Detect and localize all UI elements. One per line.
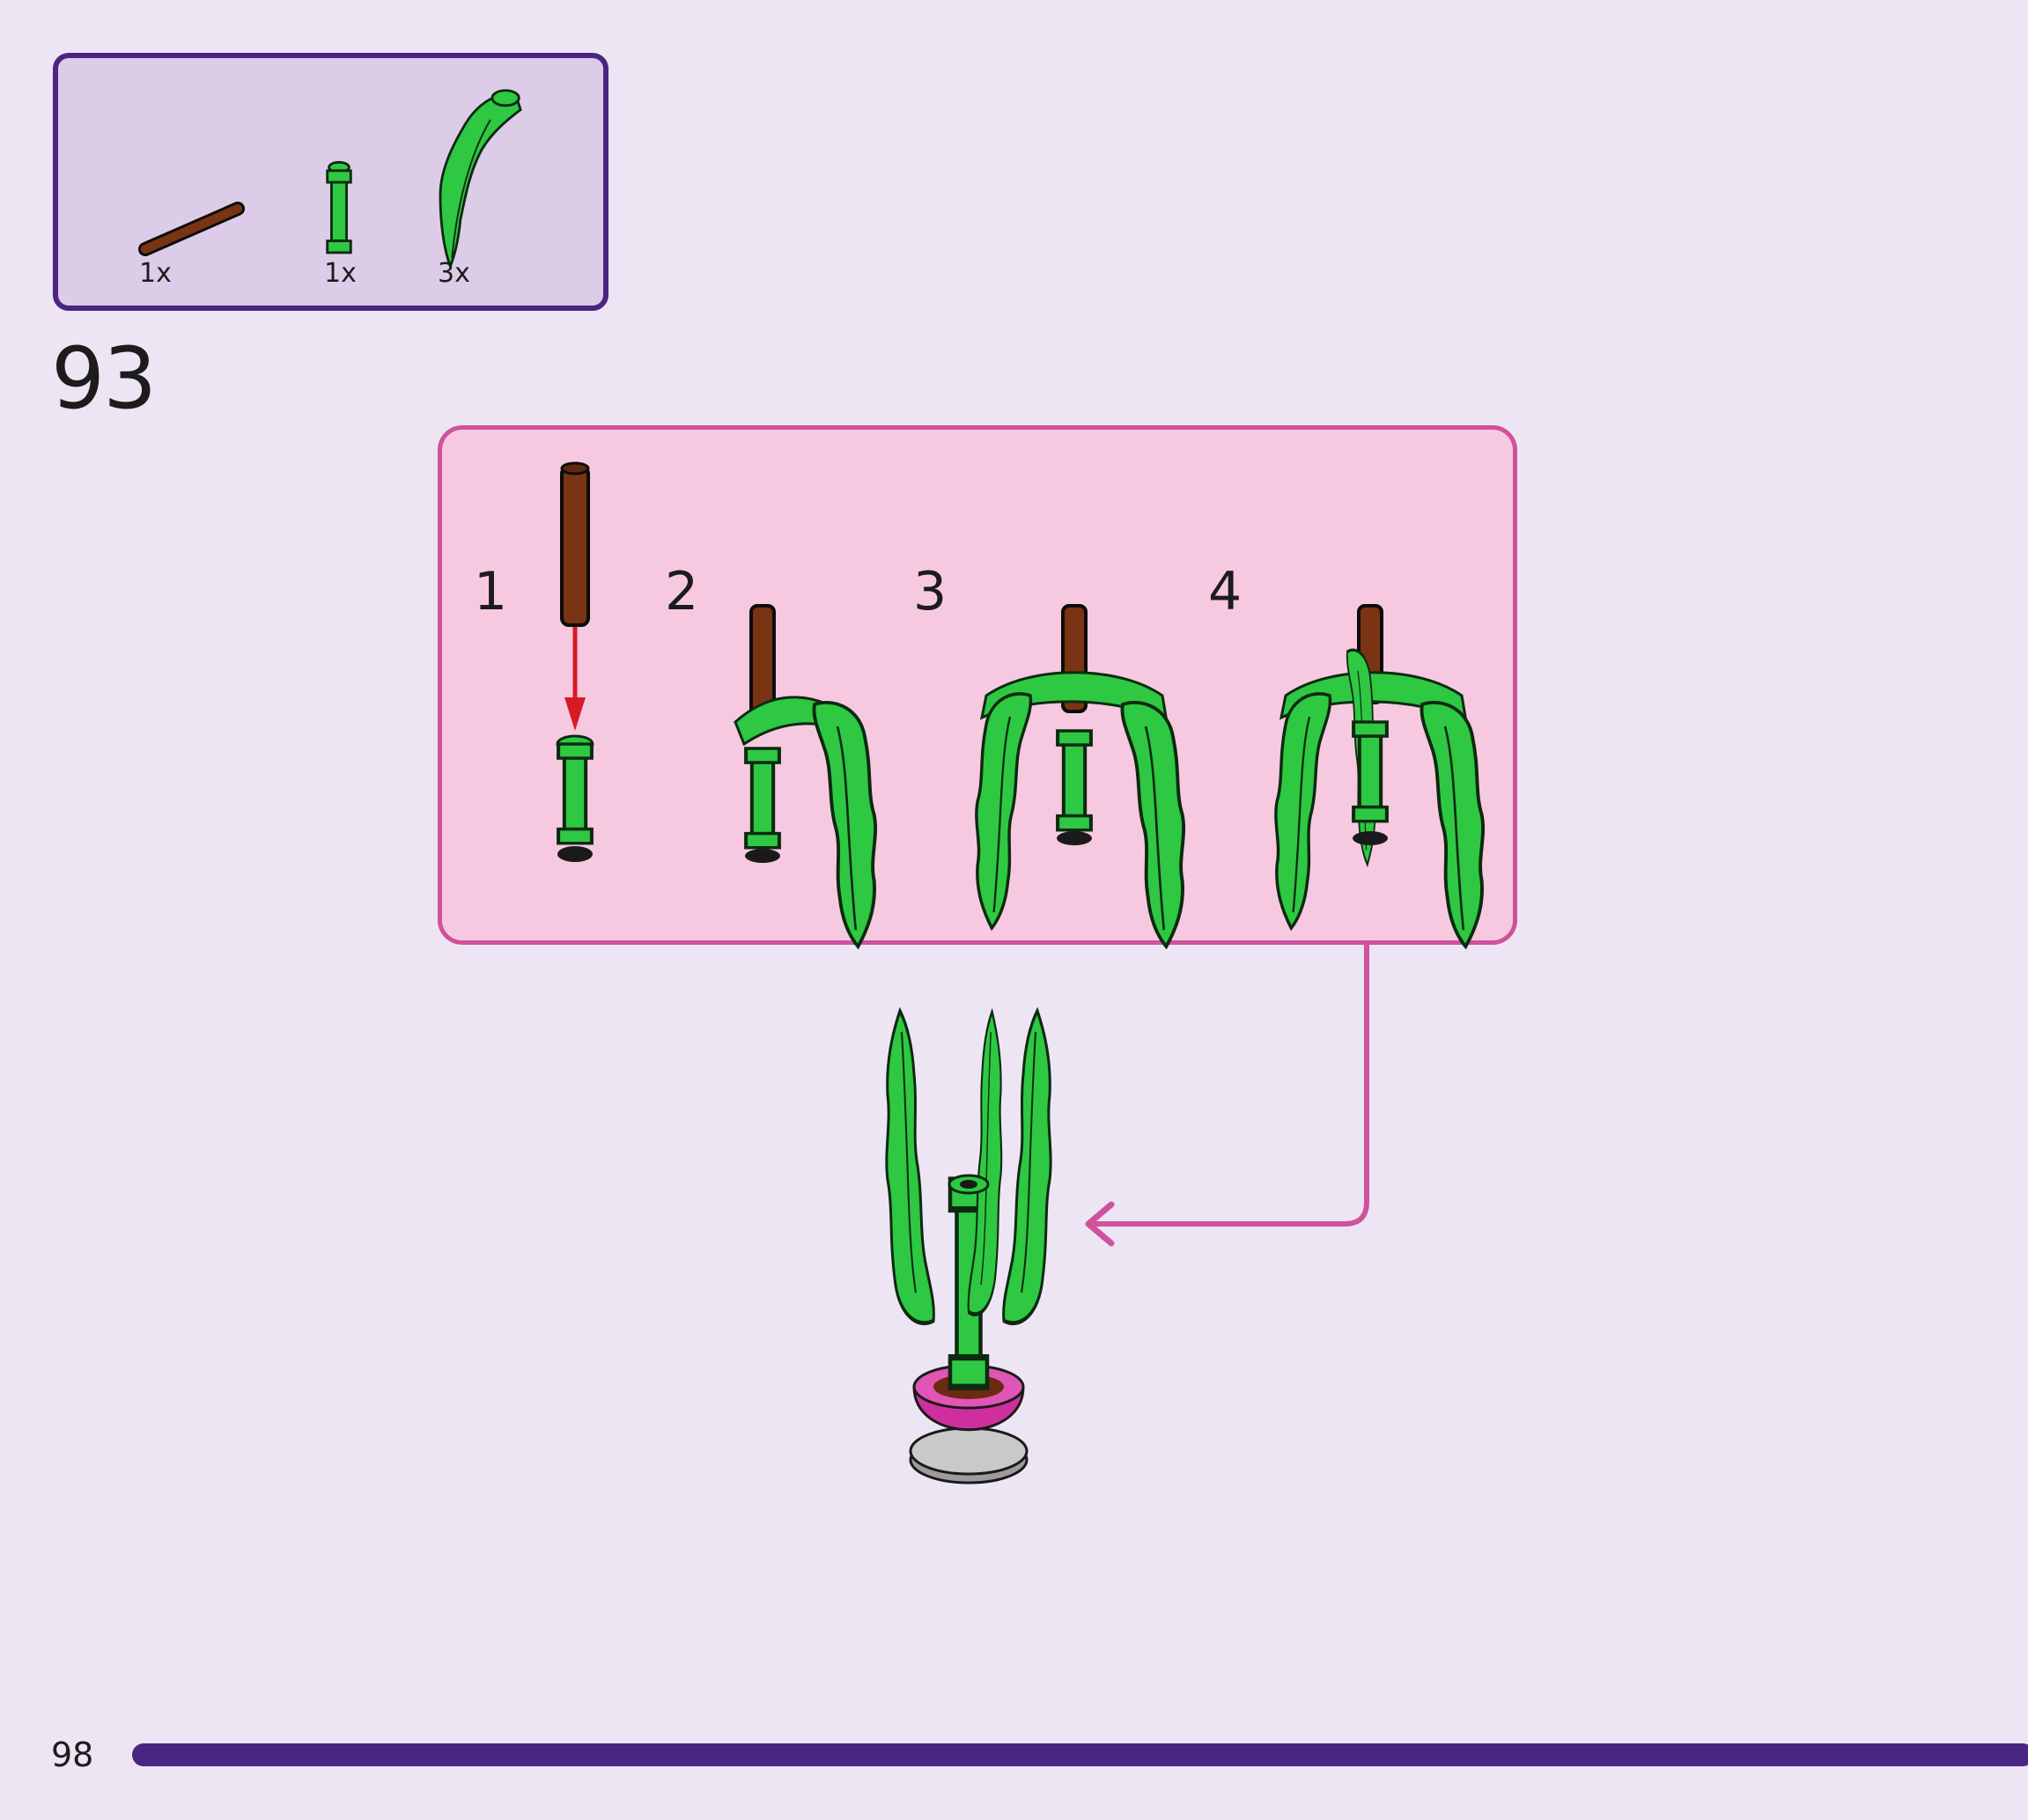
substep2-assembly <box>734 604 878 948</box>
substep3-assembly <box>975 604 1186 948</box>
substep1-brown-bar <box>560 461 590 627</box>
brown-bar-part <box>138 202 245 256</box>
part-quantity-brown-bar: 1x <box>139 258 172 289</box>
substep-number-4: 4 <box>1208 561 1243 623</box>
part-quantity-palm-leaf: 3x <box>438 258 470 289</box>
page-progress-bar <box>132 1743 2028 1766</box>
assembled-palm-plant <box>887 1011 1051 1485</box>
substep-number-3: 3 <box>913 561 948 623</box>
green-bar-part <box>326 160 352 254</box>
step-number: 93 <box>51 329 157 428</box>
substep-number-1: 1 <box>474 561 508 623</box>
callout-arrow-icon <box>1085 945 1369 1247</box>
page-number: 98 <box>51 1735 94 1774</box>
red-arrow-icon <box>564 627 586 731</box>
substep1-green-bar <box>556 734 594 862</box>
part-quantity-green-bar: 1x <box>324 258 357 289</box>
substep4-assembly <box>1274 604 1486 948</box>
palm-leaf-part <box>439 89 522 270</box>
substep-number-2: 2 <box>665 561 699 623</box>
